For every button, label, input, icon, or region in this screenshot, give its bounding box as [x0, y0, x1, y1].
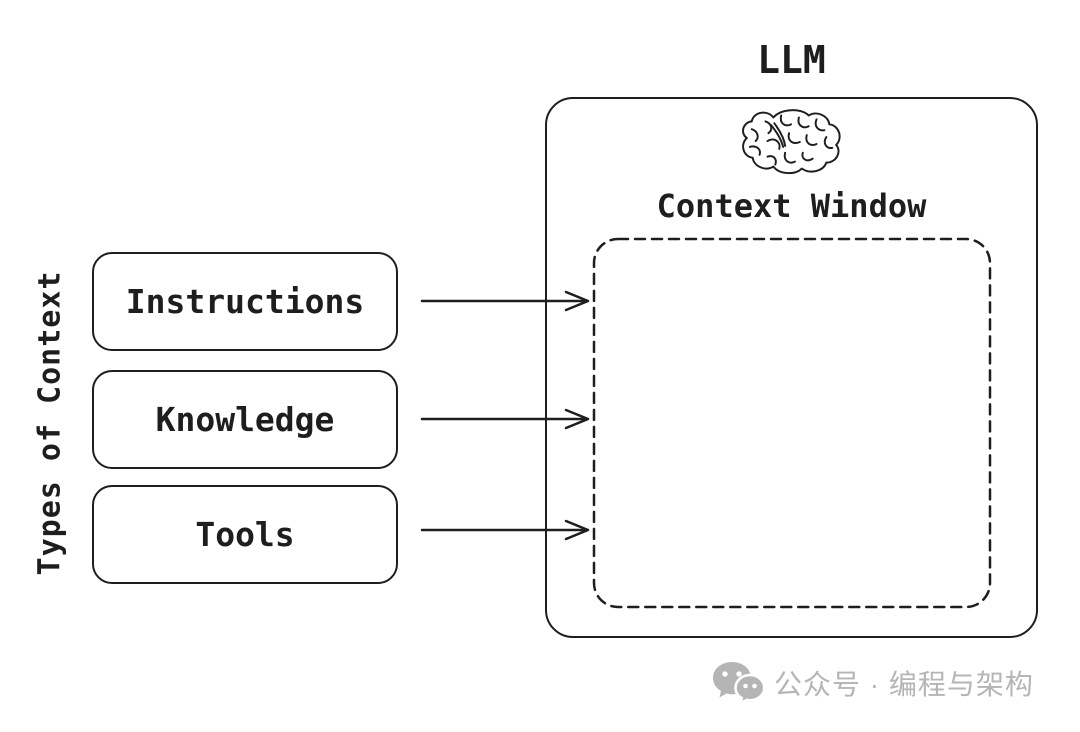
source-box-tools: Tools: [92, 485, 398, 584]
context-window-box: [592, 237, 992, 609]
context-window-label: Context Window: [656, 187, 927, 225]
llm-title: LLM: [757, 38, 826, 82]
source-box-label: Instructions: [125, 282, 365, 321]
wechat-icon: [713, 662, 764, 706]
source-box-instructions: Instructions: [92, 252, 398, 351]
watermark: 公众号 · 编程与架构: [712, 660, 1034, 706]
watermark-text: 公众号 · 编程与架构: [774, 669, 1034, 700]
source-box-label: Tools: [195, 515, 295, 554]
brain-icon: [741, 109, 841, 175]
llm-box: Context Window: [545, 97, 1038, 638]
types-of-context-label: Types of Context: [32, 270, 68, 576]
source-box-knowledge: Knowledge: [92, 370, 398, 469]
source-box-label: Knowledge: [155, 400, 335, 439]
